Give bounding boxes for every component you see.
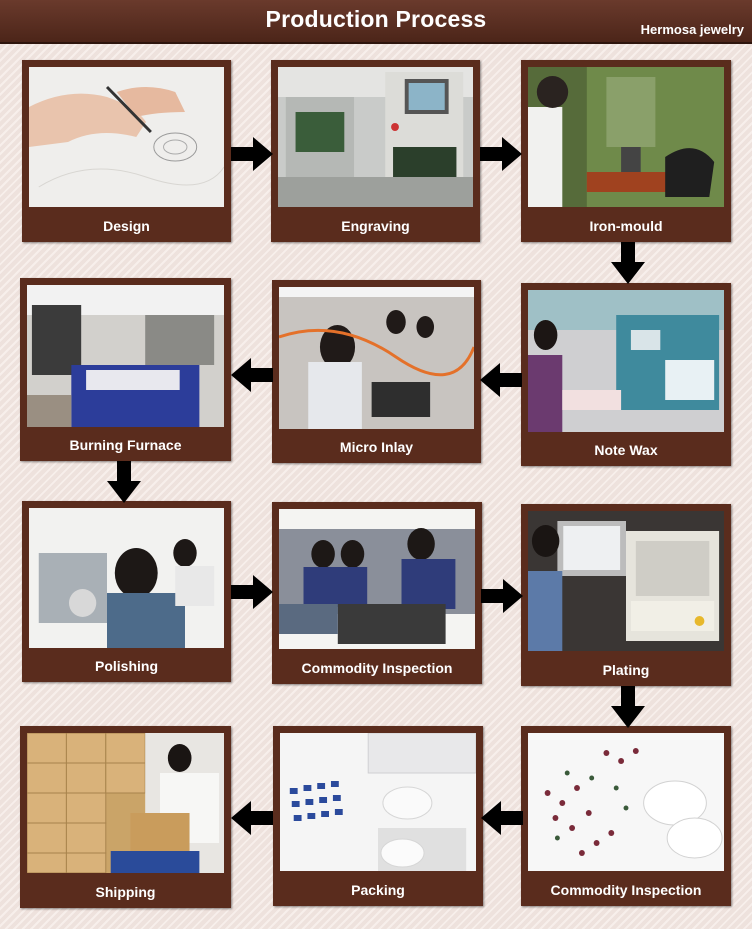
engraving-machine-photo xyxy=(278,67,473,207)
step-card-polishing: Polishing xyxy=(22,501,231,682)
burning-furnace-photo xyxy=(27,285,224,427)
step-card-burning-furnace: Burning Furnace xyxy=(20,278,231,461)
micro-inlay-photo xyxy=(279,287,474,429)
arrow-down-icon xyxy=(611,686,645,728)
brand-name: Hermosa jewelry xyxy=(640,22,744,37)
note-wax-photo xyxy=(528,290,724,432)
step-label-engraving: Engraving xyxy=(341,218,410,234)
arrow-left-icon xyxy=(231,358,273,392)
page-title: Production Process xyxy=(265,6,487,32)
arrow-right-icon xyxy=(231,137,273,171)
step-label-micro-inlay: Micro Inlay xyxy=(339,439,414,455)
arrow-left-icon xyxy=(231,801,273,835)
step-card-plating: Plating xyxy=(521,504,731,686)
arrow-down-icon xyxy=(611,242,645,284)
shipping-photo xyxy=(27,733,224,873)
polishing-photo xyxy=(29,508,224,648)
step-card-commodity-inspection-2: Commodity Inspection xyxy=(521,726,731,906)
arrow-right-icon xyxy=(480,137,522,171)
plating-photo xyxy=(528,511,724,651)
step-card-packing: Packing xyxy=(273,726,483,906)
design-sketch-photo xyxy=(29,67,224,207)
iron-mould-photo xyxy=(528,67,724,207)
step-label-commodity-inspection-2: Commodity Inspection xyxy=(550,882,702,898)
step-label-packing: Packing xyxy=(351,882,405,898)
step-card-note-wax: Note Wax xyxy=(521,283,731,466)
step-label-commodity-inspection-1: Commodity Inspection xyxy=(301,660,453,676)
step-label-note-wax: Note Wax xyxy=(594,442,658,458)
step-card-engraving: Engraving xyxy=(271,60,480,242)
step-label-burning-furnace: Burning Furnace xyxy=(69,437,182,453)
arrow-down-icon xyxy=(107,461,141,503)
step-label-shipping: Shipping xyxy=(95,884,156,900)
step-card-micro-inlay: Micro Inlay xyxy=(272,280,481,463)
header-bar: Production Process Hermosa jewelry xyxy=(0,0,752,44)
step-card-iron-mould: Iron-mould xyxy=(521,60,731,242)
commodity-inspection-photo-2 xyxy=(528,733,724,871)
step-card-commodity-inspection-1: Commodity Inspection xyxy=(272,502,482,684)
arrow-left-icon xyxy=(481,801,523,835)
step-label-plating: Plating xyxy=(602,662,650,678)
step-label-polishing: Polishing xyxy=(95,658,158,674)
arrow-right-icon xyxy=(481,579,523,613)
arrow-right-icon xyxy=(231,575,273,609)
step-card-shipping: Shipping xyxy=(20,726,231,908)
step-label-iron-mould: Iron-mould xyxy=(589,218,663,234)
step-card-design: Design xyxy=(22,60,231,242)
arrow-left-icon xyxy=(480,363,522,397)
packing-photo xyxy=(280,733,476,871)
commodity-inspection-photo-1 xyxy=(279,509,475,649)
step-label-design: Design xyxy=(103,218,150,234)
